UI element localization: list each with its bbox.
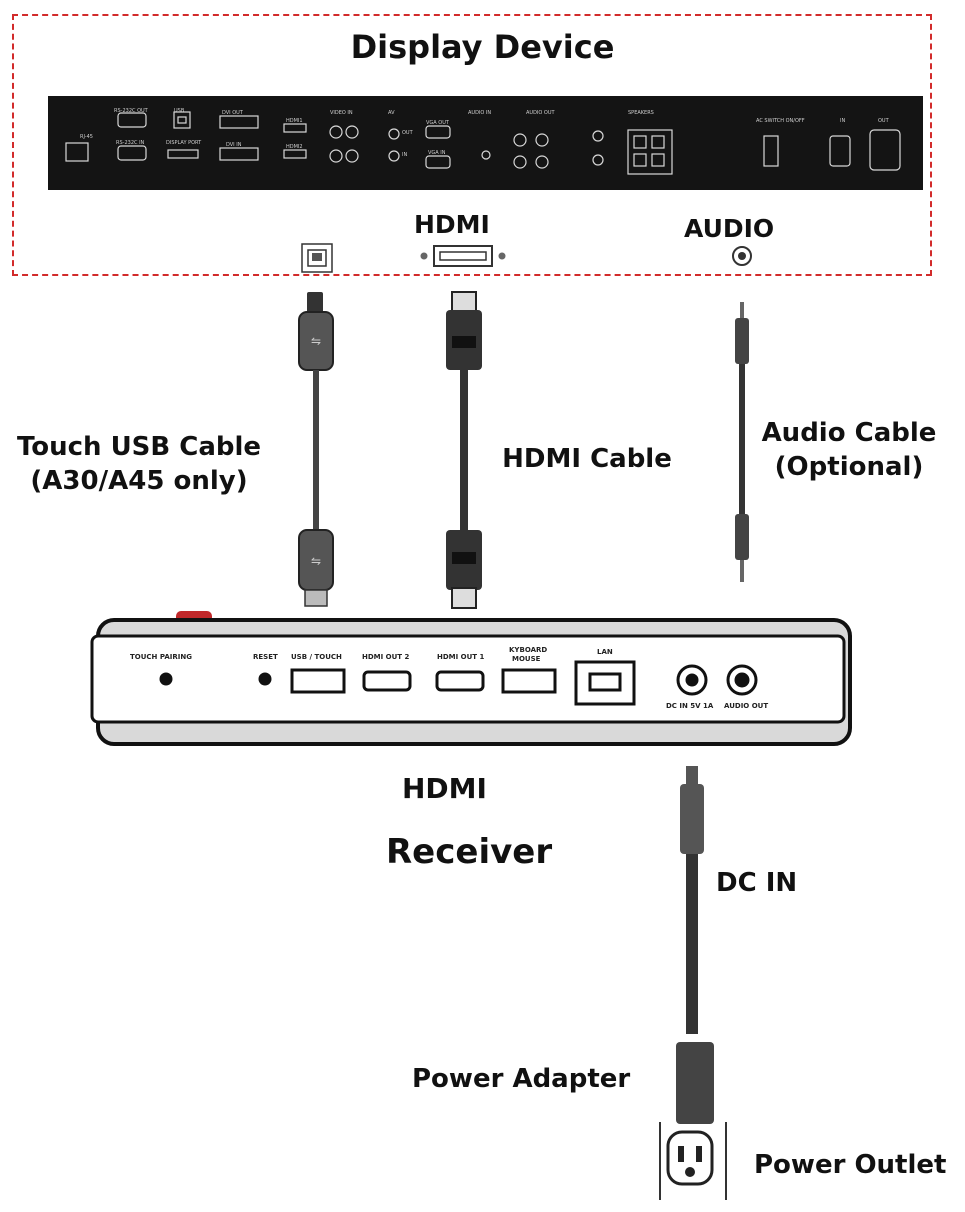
panel-label-av-in: IN — [402, 152, 408, 158]
receiver-label-usb-touch: USB / TOUCH — [291, 653, 342, 661]
power-adapter-label: Power Adapter — [412, 1064, 631, 1094]
dc-in-label: DC IN — [716, 868, 798, 898]
hdmi-cable-label: HDMI Cable — [492, 442, 682, 476]
receiver-label-touch-pairing: TOUCH PAIRING — [130, 653, 192, 661]
display-hdmi-label: HDMI — [414, 210, 490, 239]
svg-text:⇋: ⇋ — [311, 334, 321, 348]
panel-label-vga-out: VGA OUT — [426, 120, 449, 126]
panel-label-hdmi1: HDMI1 — [286, 118, 303, 124]
panel-label-dvi-in: DVI IN — [226, 142, 242, 148]
hdmi-cable — [446, 291, 482, 609]
receiver-label-hdmi-out-1: HDMI OUT 1 — [437, 653, 485, 661]
receiver-name-line2: Receiver — [386, 832, 553, 872]
usb-cable: ⇋ ⇋ — [298, 292, 334, 607]
panel-label-av: AV — [388, 110, 395, 116]
audio-cable-label-line1: Audio Cable — [761, 418, 937, 448]
display-device-title: Display Device — [350, 28, 615, 66]
audio-cable-label-line2: (Optional) — [774, 452, 924, 482]
display-audio-port-icon — [732, 246, 752, 266]
display-usb-port-icon — [301, 243, 333, 273]
panel-label-rs232-out: RS-232C OUT — [114, 108, 148, 114]
dc-power-cable — [676, 766, 714, 1124]
panel-label-vga-in: VGA IN — [428, 150, 446, 156]
audio-cable-label: Audio Cable (Optional) — [754, 416, 944, 484]
power-outlet-label: Power Outlet — [754, 1150, 947, 1180]
panel-label-rj45: RJ-45 — [80, 134, 93, 140]
panel-ports-group — [65, 111, 901, 175]
usb-cable-label-line2: (A30/A45 only) — [30, 466, 248, 496]
receiver-label-hdmi-out-2: HDMI OUT 2 — [362, 653, 410, 661]
panel-label-usb: USB — [174, 108, 185, 114]
panel-label-displayport: DISPLAY PORT — [166, 140, 202, 146]
panel-label-speakers: SPEAKERS — [628, 110, 654, 116]
receiver-label-mouse: MOUSE — [512, 655, 541, 663]
usb-cable-label: Touch USB Cable (A30/A45 only) — [8, 430, 270, 498]
panel-label-video-in: VIDEO IN — [330, 110, 353, 116]
panel-label-av-out: OUT — [402, 130, 413, 136]
receiver-label-dc-in: DC IN 5V 1A — [666, 702, 714, 710]
hdmi-cable-label-line1: HDMI Cable — [502, 444, 672, 474]
panel-label-dvi-out: DVI OUT — [222, 110, 243, 116]
receiver-name-line1: HDMI — [402, 772, 487, 805]
display-audio-label: AUDIO — [684, 214, 775, 243]
audio-cable — [735, 302, 749, 582]
power-outlet-icon — [659, 1122, 727, 1200]
display-device-region — [12, 14, 932, 276]
receiver-label-reset: RESET — [253, 653, 278, 661]
receiver-label-keyboard: KYBOARD — [509, 646, 548, 654]
panel-label-ac-out: OUT — [878, 118, 889, 124]
receiver-label-lan: LAN — [597, 648, 613, 656]
panel-label-audio-in: AUDIO IN — [468, 110, 492, 116]
receiver-ports-group — [159, 660, 758, 706]
svg-text:⇋: ⇋ — [311, 554, 321, 568]
panel-label-ac-switch: AC SWITCH ON/OFF — [756, 118, 805, 124]
usb-cable-label-line1: Touch USB Cable — [16, 432, 262, 462]
panel-label-hdmi2: HDMI2 — [286, 144, 303, 150]
receiver-label-audio-out: AUDIO OUT — [724, 702, 769, 710]
panel-label-rs232-in: RS-232C IN — [116, 140, 145, 146]
panel-label-ac-in: IN — [840, 118, 846, 124]
display-back-panel: RJ-45 RS-232C OUT RS-232C IN USB DISPLAY… — [48, 96, 923, 190]
display-hdmi-port-icon — [420, 245, 506, 267]
panel-label-audio-out: AUDIO OUT — [526, 110, 555, 116]
